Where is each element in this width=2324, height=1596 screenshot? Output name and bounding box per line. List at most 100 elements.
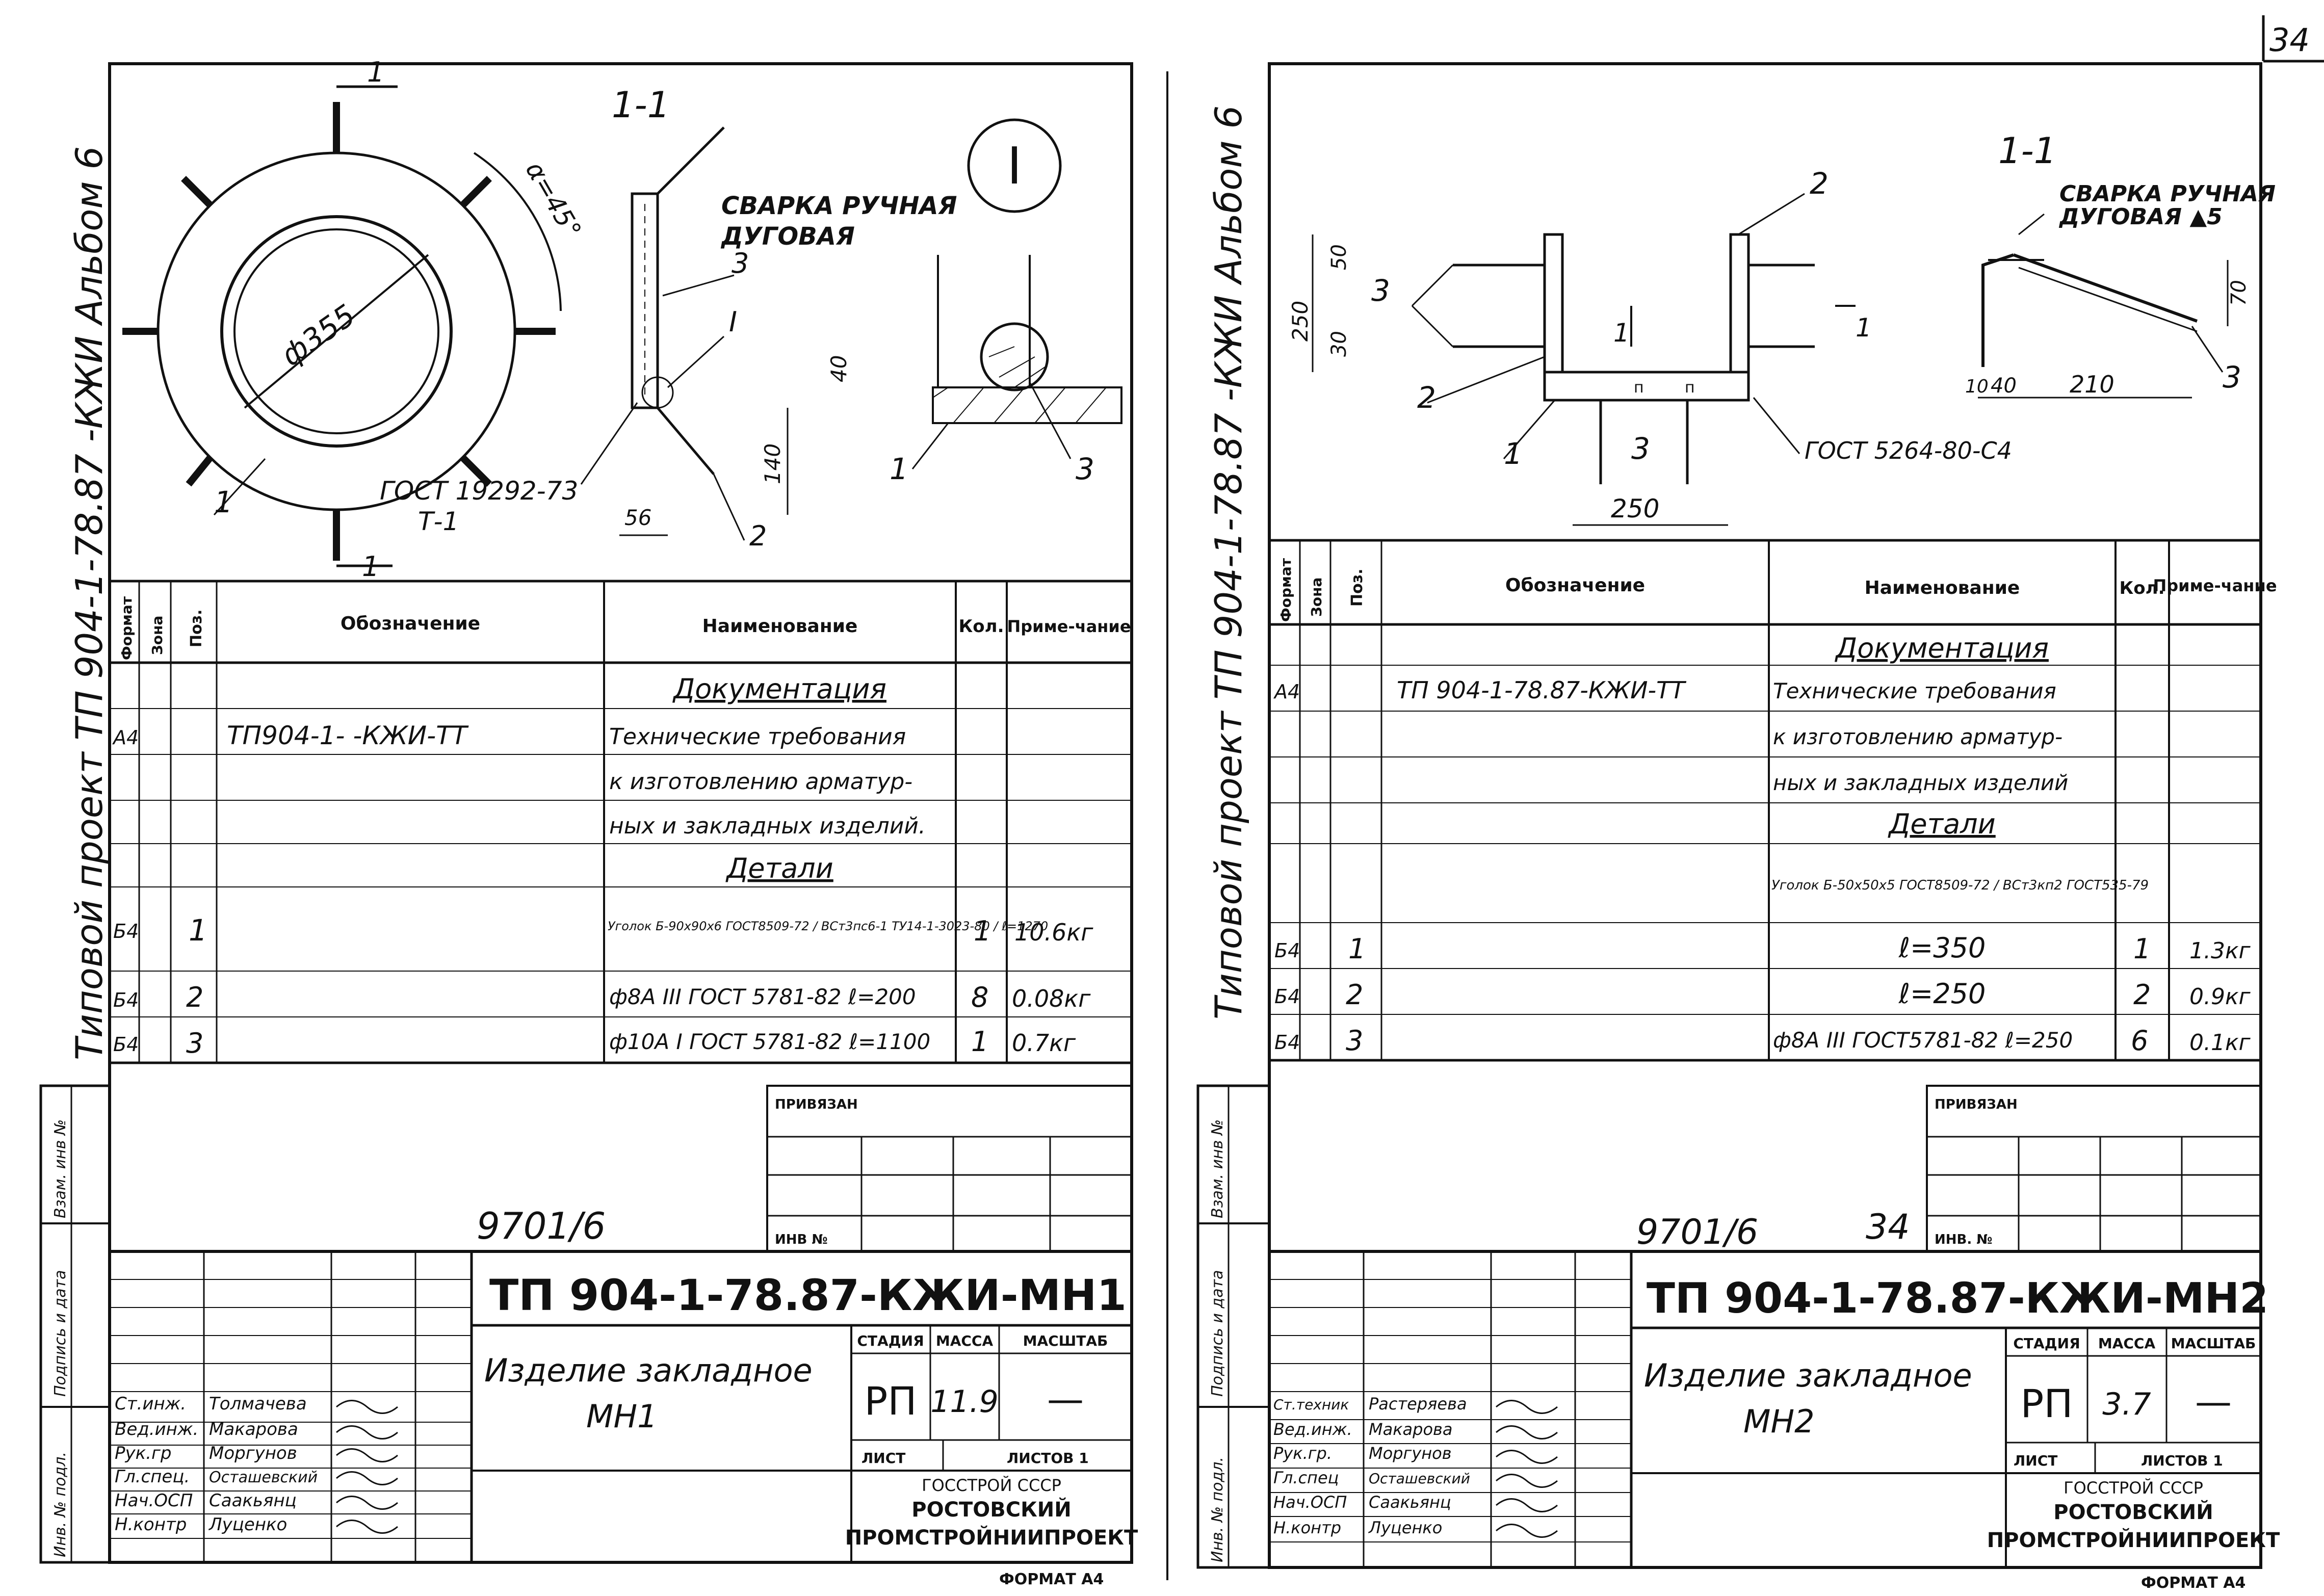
spec-row-1-name: Технические требования	[609, 724, 906, 750]
spec2-row-6-format: Б4	[1274, 939, 1300, 962]
dim-140: 140	[760, 443, 785, 484]
spec2-row-7-format: Б4	[1274, 985, 1300, 1008]
hdr-name: Наименование	[702, 616, 858, 637]
hdr2-name: Наименование	[1865, 578, 2020, 598]
inv-label: ИНВ №	[775, 1232, 828, 1247]
section-1-1-b: 1-1 СВАРКА РУЧНАЯ ДУГОВАЯ ▲5 3 10 40 210…	[1965, 130, 2276, 399]
sheet-mn2: Типовой проект ТП 904-1-78.87 -КЖИ Альбо…	[1196, 62, 2280, 1592]
item2-name-line1: Изделие закладное	[1644, 1357, 1972, 1394]
spec2-row-6-name: ℓ=350	[1898, 932, 1986, 964]
dim-210: 210	[2070, 371, 2114, 398]
detail-pos-1: 1	[890, 452, 908, 486]
staff-3-name: Осташевский	[209, 1469, 318, 1486]
section-pos-3: 3	[732, 247, 749, 279]
format-note: ФОРМАТ А4	[999, 1571, 1104, 1588]
gost-5264: ГОСТ 5264-80-С4	[1805, 437, 2012, 464]
org-line2: РОСТОВСКИЙ	[911, 1497, 1071, 1522]
title-block: Ст.инж. Толмачева Вед.инж. Макарова Рук.…	[108, 1250, 1138, 1588]
dim-50: 50	[1327, 244, 1351, 270]
staff2-4-name: Саакьянц	[1369, 1493, 1451, 1512]
staff-0-role: Ст.инж.	[115, 1394, 186, 1414]
hdr2-designation: Обозначение	[1505, 575, 1645, 596]
dim-250-v: 250	[1288, 301, 1313, 342]
staff-3-role: Гл.спец.	[115, 1467, 190, 1487]
archive-sheet-2: 34	[1866, 1207, 1910, 1247]
spec-table: Формат Зона Поз. Обозначение Наименовани…	[108, 580, 1133, 1064]
privyazan-label-2: ПРИВЯЗАН	[1935, 1097, 2018, 1112]
side-label-2: Типовой проект ТП 904-1-78.87 -КЖИ Альбо…	[1207, 106, 1250, 1019]
cut-mark-l: 1	[1613, 318, 1630, 348]
org2-line3: ПРОМСТРОЙНИИПРОЕКТ	[1987, 1528, 2280, 1552]
stamp-vzam: Взам. инв №	[51, 1119, 69, 1218]
spec-table-2: Формат Зона Поз. Обозначение Наименовани…	[1268, 539, 2277, 1062]
detail-I: I СВАРКА РУЧНАЯ ДУГОВАЯ 40 1 3	[720, 118, 1122, 486]
sheet-label: ЛИСТ	[861, 1450, 905, 1467]
org2-line2: РОСТОВСКИЙ	[2053, 1500, 2213, 1524]
sheet-mn1: Типовой проект ТП 904-1-78.87 -КЖИ Альбо…	[39, 56, 1138, 1588]
spec2-row-2-name: к изготовлению арматур-	[1773, 724, 2062, 749]
spec2-row-6-pos: 1	[1348, 933, 1366, 965]
hdr-pos: Поз.	[188, 609, 205, 647]
spec-row-5-name: Уголок Б-90х90х6 ГОСТ8509-72 / ВСт3пс6-1…	[608, 919, 1048, 933]
spec2-row-1-designation: ТП 904-1-78.87-КЖИ-ТТ	[1397, 676, 1687, 704]
staff-0-name: Толмачева	[209, 1394, 307, 1414]
mark-p-2: п	[1685, 379, 1695, 397]
section-pos-2: 2	[749, 520, 767, 552]
detail-dim-40: 40	[826, 355, 851, 382]
section-detail-I: I	[729, 306, 737, 338]
hdr2-pos: Поз.	[1348, 568, 1366, 607]
mass-value: 11.9	[930, 1384, 999, 1420]
spec-row-3-name: ных и закладных изделий.	[609, 813, 926, 839]
signatures	[336, 1400, 398, 1534]
privyazan-block-2: ПРИВЯЗАН ИНВ. №	[1926, 1085, 2262, 1252]
stage-label: СТАДИЯ	[857, 1332, 924, 1349]
staff-4-name: Саакьянц	[209, 1490, 297, 1511]
mass-label: МАССА	[936, 1332, 994, 1349]
stamp-podpis: Подпись и дата	[51, 1270, 69, 1397]
page-number-box: 34	[2262, 15, 2324, 63]
spec-row-6-name: ф8А III ГОСТ 5781-82 ℓ=200	[609, 984, 916, 1009]
spec-row-7-format: Б4	[113, 1033, 139, 1056]
staff2-3-role: Гл.спец	[1273, 1468, 1339, 1487]
spec-row-6-qty: 8	[971, 981, 988, 1013]
staff-2-role: Рук.гр	[115, 1443, 171, 1463]
stamp-podpis-2: Подпись и дата	[1209, 1270, 1226, 1397]
spec2-row-8-qty: 6	[2131, 1025, 2148, 1057]
spec2-row-7-name: ℓ=250	[1898, 978, 1986, 1010]
gost-19292-line2: Т-1	[418, 507, 459, 536]
spec-row-7-qty: 1	[971, 1026, 988, 1058]
spec2-row-8-note: 0.1кг	[2189, 1030, 2251, 1056]
mark-p-1: п	[1634, 379, 1644, 397]
sect2-pos-3: 3	[2223, 360, 2241, 395]
hdr2-note: Приме-чание	[2153, 576, 2277, 595]
spec2-row-6-note: 1.3кг	[2189, 938, 2251, 964]
staff2-2-name: Моргунов	[1369, 1444, 1452, 1463]
spec-row-7-note: 0.7кг	[1012, 1029, 1076, 1057]
dim-70: 70	[2227, 280, 2251, 306]
stage-value: РП	[865, 1378, 917, 1424]
scale-label: МАСШТАБ	[1023, 1332, 1108, 1349]
doc-code: ТП 904-1-78.87-КЖИ-МН1	[489, 1270, 1127, 1320]
stage-value-2: РП	[2021, 1381, 2073, 1426]
privyazan-block: ПРИВЯЗАН ИНВ №	[766, 1085, 1133, 1252]
weld-label-line2: ДУГОВАЯ	[720, 222, 855, 251]
spec2-row-4-name: Детали	[1888, 808, 1996, 840]
mass-value-2: 3.7	[2102, 1386, 2151, 1422]
spec2-row-8-name: ф8А III ГОСТ5781-82 ℓ=250	[1773, 1028, 2073, 1053]
org-line3: ПРОМСТРОЙНИИПРОЕКТ	[845, 1525, 1138, 1550]
spec-row-6-note: 0.08кг	[1012, 985, 1091, 1012]
staff2-5-name: Луценко	[1368, 1518, 1442, 1537]
scale-value: —	[1047, 1378, 1084, 1421]
plan-pos-1: 1	[214, 485, 233, 519]
spec-row-1-format: А4	[112, 726, 139, 749]
item2-name-line2: МН2	[1743, 1403, 1815, 1440]
staff2-1-role: Вед.инж.	[1273, 1420, 1352, 1439]
staff-5-name: Луценко	[208, 1514, 287, 1535]
hdr2-qty: Кол.	[2120, 578, 2165, 598]
elev-pos-1: 1	[1504, 436, 1523, 471]
spec2-row-5-name: Уголок Б-50х50х5 ГОСТ8509-72 / ВСт3кп2 Г…	[1771, 878, 2149, 893]
dim-40-b: 40	[1991, 374, 2017, 398]
item-name-line1: Изделие закладное	[484, 1352, 813, 1389]
hdr-zone: Зона	[149, 616, 166, 655]
page-number: 34	[2269, 21, 2310, 59]
